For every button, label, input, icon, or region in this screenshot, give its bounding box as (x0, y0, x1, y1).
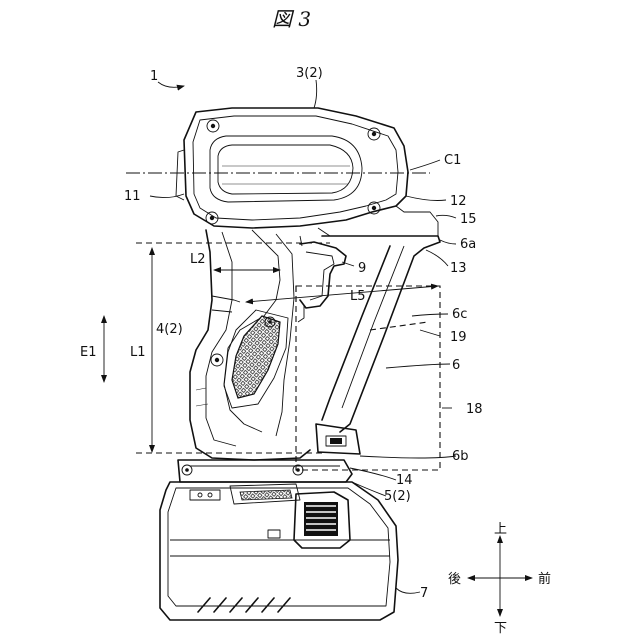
battery-latch-button (304, 502, 338, 536)
label-14: 14 (396, 473, 413, 488)
label-battery: 7 (420, 586, 428, 601)
label-grip: 4(2) (156, 322, 183, 337)
label-6a: 6a (460, 237, 476, 252)
label-trigger: 9 (358, 261, 366, 276)
compass-down: 下 (494, 621, 507, 636)
label-11: 11 (124, 189, 141, 204)
label-L1: L1 (130, 345, 146, 360)
direction-compass: 上 下 後 前 (448, 522, 551, 636)
dim-L5-line (246, 286, 438, 302)
leader-lines (150, 80, 456, 593)
label-6b: 6b (452, 449, 469, 464)
label-6c: 6c (452, 307, 467, 322)
compass-up: 上 (494, 522, 507, 537)
compass-front: 前 (538, 571, 551, 587)
label-18: 18 (466, 402, 483, 417)
part-6-strap (316, 236, 440, 454)
tool-head (176, 108, 438, 236)
grip (190, 230, 310, 460)
label-tool: 1 (150, 69, 158, 84)
trigger (298, 236, 346, 322)
label-housing: 3(2) (296, 66, 323, 81)
label-L2: L2 (190, 252, 206, 267)
label-12: 12 (450, 194, 467, 209)
figure-title: 図 3 (272, 7, 311, 31)
label-L5: L5 (350, 289, 366, 304)
line-19 (370, 322, 428, 330)
label-axis-C1: C1 (444, 153, 461, 168)
label-battery-mount: 5(2) (384, 489, 411, 504)
label-6: 6 (452, 358, 460, 373)
battery-vents (198, 598, 290, 612)
label-13: 13 (450, 261, 467, 276)
compass-back: 後 (448, 572, 461, 587)
grip-texture (232, 316, 280, 398)
label-E1: E1 (80, 345, 97, 360)
battery-pack (160, 482, 398, 620)
battery-mount (178, 460, 352, 482)
label-15: 15 (460, 212, 477, 227)
label-19: 19 (450, 330, 467, 345)
